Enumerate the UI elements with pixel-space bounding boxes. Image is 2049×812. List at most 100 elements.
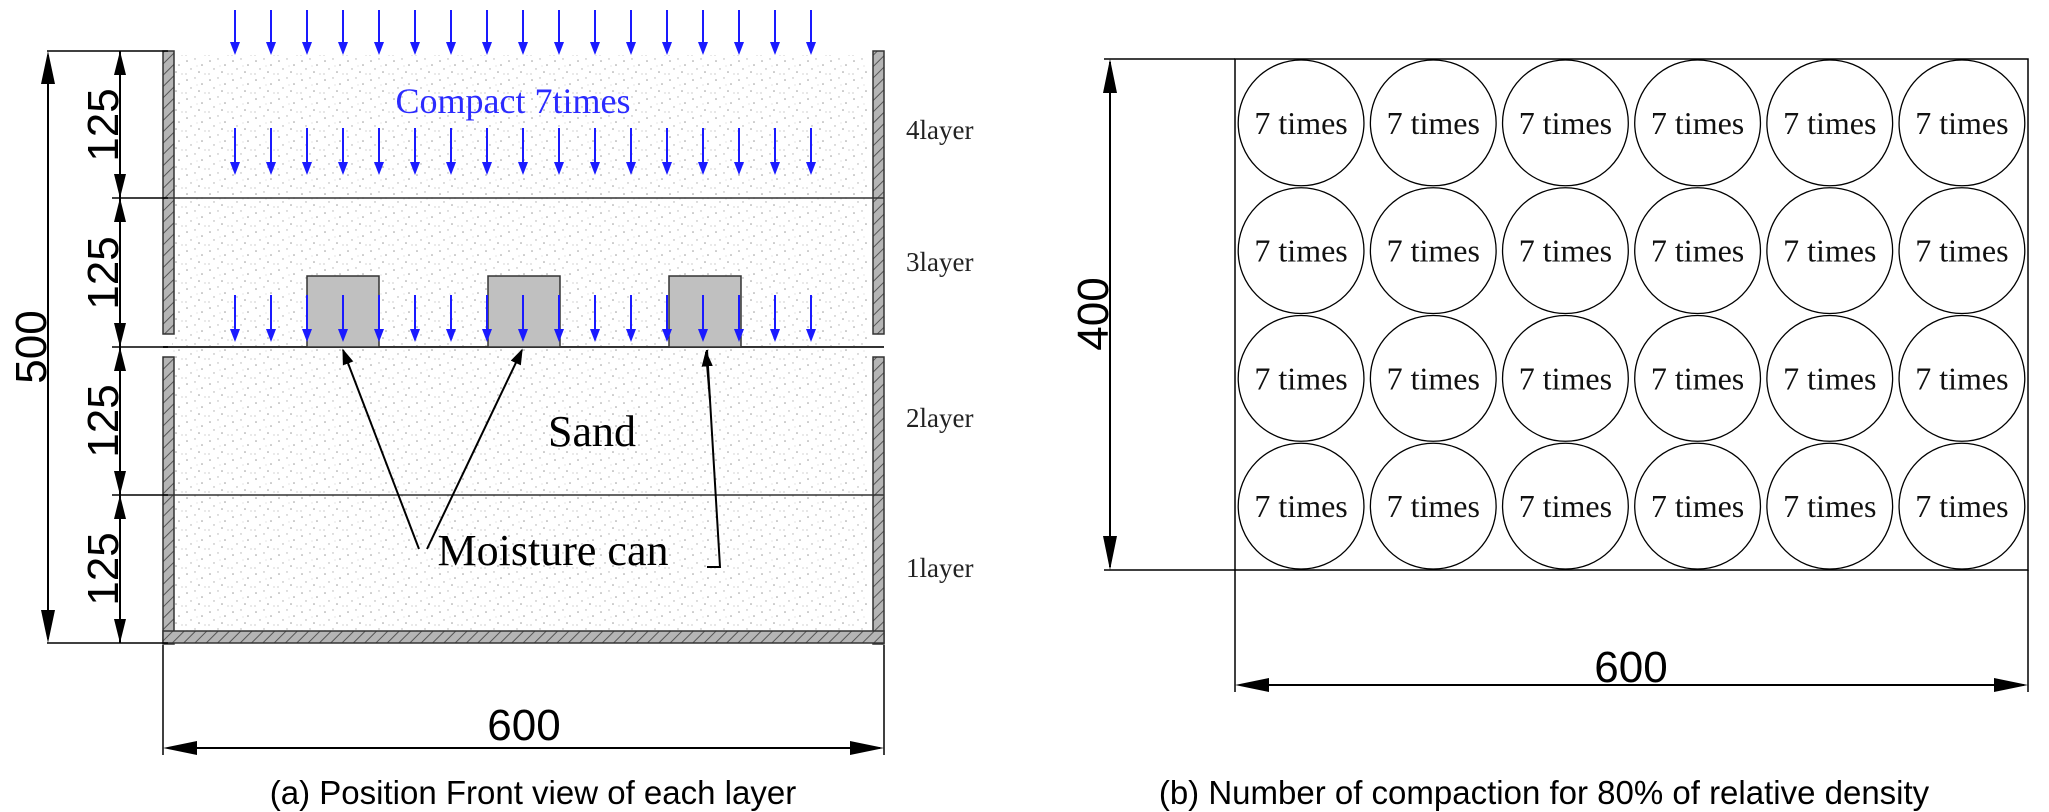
compaction-arrowhead <box>266 329 276 342</box>
leader-arrow-1 <box>342 348 420 550</box>
compaction-arrowhead <box>374 42 384 55</box>
compaction-arrowhead <box>554 162 564 175</box>
compaction-arrowhead <box>230 42 240 55</box>
compaction-cell-circle <box>1501 442 1629 570</box>
compaction-arrows-mid <box>230 128 816 175</box>
compaction-cell-label: 7 times <box>1783 488 1876 524</box>
compaction-cell-circle <box>1898 187 2026 315</box>
compaction-arrowhead <box>662 162 672 175</box>
compaction-arrowhead <box>518 42 528 55</box>
compaction-cell-circle <box>1369 59 1497 187</box>
compaction-cell-label: 7 times <box>1387 488 1480 524</box>
compaction-cell-label: 7 times <box>1783 360 1876 396</box>
compaction-arrowhead <box>806 42 816 55</box>
dimension-width-a: 600 <box>162 645 885 755</box>
compaction-cell-circle <box>1634 314 1762 442</box>
compaction-arrowhead <box>662 329 672 342</box>
compaction-cell-circle <box>1766 59 1894 187</box>
left-wall-upper <box>162 50 175 335</box>
compaction-arrowhead <box>338 42 348 55</box>
compaction-arrowhead <box>554 42 564 55</box>
compact-label: Compact 7times <box>396 81 631 121</box>
compaction-arrowhead <box>482 329 492 342</box>
compaction-cell-circle <box>1898 442 2026 570</box>
compaction-arrowhead <box>410 329 420 342</box>
compaction-arrowhead <box>590 162 600 175</box>
caption-a: (a) Position Front view of each layer <box>270 774 796 811</box>
layer-label-2: 2layer <box>906 403 973 433</box>
compaction-cell-circle <box>1369 314 1497 442</box>
compaction-cell-label: 7 times <box>1519 488 1612 524</box>
bottom-wall <box>162 630 885 644</box>
dim-layer-3-text: 125 <box>79 236 128 309</box>
compaction-cell-circle <box>1766 442 1894 570</box>
compaction-cell-circle <box>1634 442 1762 570</box>
dim-layer-4-text: 125 <box>79 88 128 161</box>
compaction-cell-circle <box>1237 442 1365 570</box>
compaction-arrowhead <box>698 329 708 342</box>
compaction-arrowhead <box>230 329 240 342</box>
panel-a: Compact 7times Sand Moisture can 4layer … <box>7 10 973 811</box>
compaction-arrowhead <box>338 162 348 175</box>
compaction-cell-circle <box>1766 187 1894 315</box>
compaction-cell-label: 7 times <box>1651 360 1744 396</box>
layer-label-4: 4layer <box>906 115 973 145</box>
dim-height-b-text: 400 <box>1069 277 1118 350</box>
dimension-width-b: 600 <box>1234 570 2029 692</box>
dim-layer-1-text: 125 <box>79 532 128 605</box>
compaction-arrowhead <box>590 329 600 342</box>
compaction-arrowhead <box>806 329 816 342</box>
compaction-arrowhead <box>410 162 420 175</box>
compaction-cell-label: 7 times <box>1783 233 1876 269</box>
compaction-arrowhead <box>446 42 456 55</box>
caption-b: (b) Number of compaction for 80% of rela… <box>1159 774 1930 811</box>
dim-width-b-text: 600 <box>1594 643 1667 692</box>
compaction-arrowhead <box>338 329 348 342</box>
compaction-arrowhead <box>446 329 456 342</box>
compaction-cell-label: 7 times <box>1915 233 2008 269</box>
compaction-cell-circle <box>1501 59 1629 187</box>
compaction-arrowhead <box>230 162 240 175</box>
compaction-arrowhead <box>770 42 780 55</box>
leader-line-3 <box>706 349 722 568</box>
compaction-arrowhead <box>554 329 564 342</box>
dimension-total-height: 500 <box>7 50 168 644</box>
compaction-arrowhead <box>518 162 528 175</box>
compaction-cell-circle <box>1898 59 2026 187</box>
compaction-cell-label: 7 times <box>1254 360 1347 396</box>
compaction-cell-label: 7 times <box>1915 105 2008 141</box>
compaction-arrowhead <box>806 162 816 175</box>
compaction-arrowhead <box>626 329 636 342</box>
compaction-cell-circle <box>1766 314 1894 442</box>
compaction-arrowhead <box>302 329 312 342</box>
sand-label: Sand <box>548 407 636 456</box>
dim-total-height-text: 500 <box>7 310 56 383</box>
compaction-cell-circle <box>1369 442 1497 570</box>
compaction-arrows-low <box>230 295 816 342</box>
compaction-cell-label: 7 times <box>1783 105 1876 141</box>
compaction-cell-label: 7 times <box>1387 360 1480 396</box>
compaction-arrowhead <box>734 42 744 55</box>
compaction-arrowhead <box>734 162 744 175</box>
dim-width-a-text: 600 <box>487 701 560 750</box>
right-wall-lower <box>872 356 885 645</box>
compaction-arrowhead <box>770 162 780 175</box>
leader-arrow-3 <box>701 350 713 401</box>
compaction-grid: 7 times 7 times 7 times 7 times 7 times 7 tim… <box>1237 59 2026 570</box>
right-wall-upper <box>872 50 885 335</box>
compaction-cell-label: 7 times <box>1387 233 1480 269</box>
compaction-arrowhead <box>734 329 744 342</box>
plan-outline <box>1234 58 2029 571</box>
compaction-arrowhead <box>302 42 312 55</box>
compaction-cell-circle <box>1369 187 1497 315</box>
compaction-cell-circle <box>1501 187 1629 315</box>
left-wall-lower <box>162 356 175 645</box>
compaction-arrowhead <box>518 329 528 342</box>
compaction-cell-label: 7 times <box>1254 488 1347 524</box>
compaction-arrowhead <box>770 329 780 342</box>
compaction-arrowhead <box>266 42 276 55</box>
compaction-arrowhead <box>374 329 384 342</box>
layer-label-1: 1layer <box>906 553 973 583</box>
compaction-cell-circle <box>1634 59 1762 187</box>
